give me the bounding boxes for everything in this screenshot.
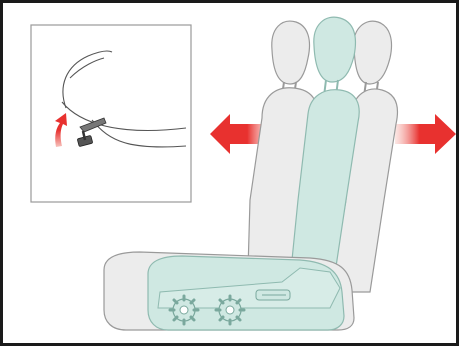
headrest-front <box>354 21 392 84</box>
inset-lever-detail <box>31 25 191 202</box>
adjustment-knob-left <box>170 296 198 324</box>
adjustment-knob-right <box>216 296 244 324</box>
headrest-back <box>272 21 310 84</box>
headrest-highlighted <box>314 17 356 82</box>
right-arrow <box>395 114 456 154</box>
